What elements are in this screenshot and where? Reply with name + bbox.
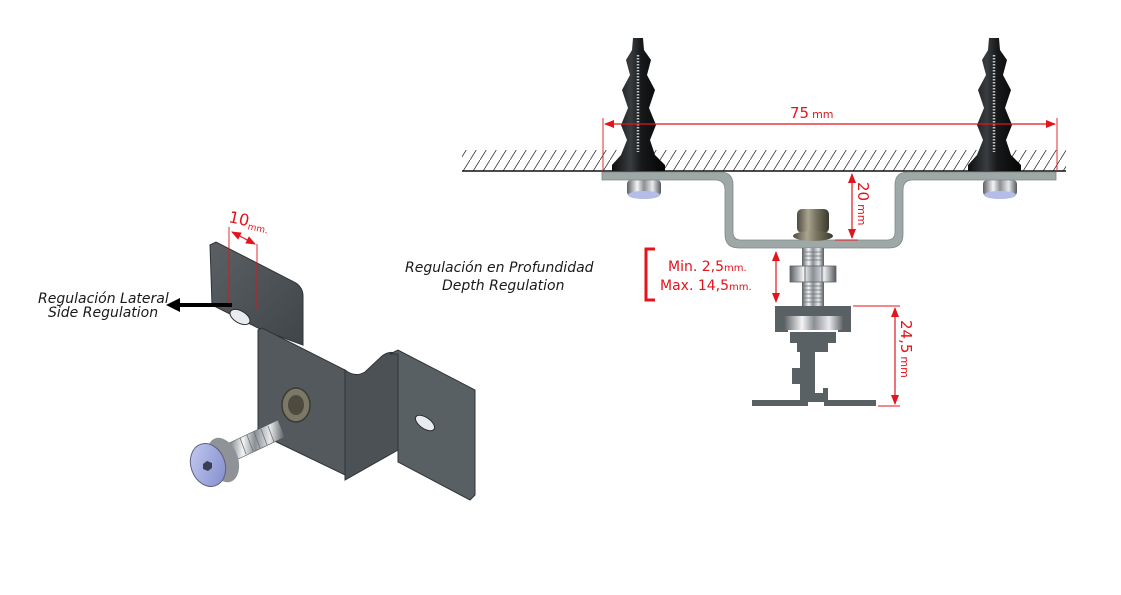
slot-dimension: 10mm. [227,207,271,310]
depth-min-unit: mm. [724,263,747,274]
offset-dimension: 20 mm [835,173,872,241]
lateral-label-es: Regulación Lateral [38,291,169,307]
omega-bracket-profile [601,171,1057,249]
lateral-label-en: Side Regulation [48,305,158,321]
lateral-arrow-icon [166,298,232,312]
depth-label-en: Depth Regulation [442,278,564,294]
depth-range-bracket [644,247,655,302]
bracket-back-plate [209,241,304,346]
svg-text:Max. 14,5mm.: Max. 14,5mm. [660,278,752,294]
svg-text:Min. 2,5mm.: Min. 2,5mm. [668,259,747,275]
rail-profile [752,306,876,406]
flange-slot [414,414,436,432]
lateral-slot [229,308,251,326]
slot-dimension-value: 10 [227,207,251,230]
depth-min-text: Min. 2,5 [668,259,724,275]
depth-label-es: Regulación en Profundidad [405,260,594,276]
spacing-unit: mm [812,108,833,121]
spacing-value: 75 [790,104,809,122]
profile-height-value: 24,5 [897,320,915,353]
hex-nut [789,265,837,283]
svg-text:24,5mm: 24,5 mm [897,320,915,378]
bracket-3d-view: 10mm. Regulación Lateral Side Regulation [38,207,476,501]
offset-value: 20 [854,182,872,201]
adjustment-bolt [189,419,286,487]
slot-dimension-unit: mm. [247,222,269,236]
svg-text:10mm.: 10mm. [227,207,271,236]
depth-adjust-bolt [789,209,837,308]
profile-height-unit: mm [898,356,911,377]
offset-unit: mm [855,204,868,225]
bracket-middle-plate [344,351,399,481]
depth-max-text: Max. 14,5 [660,278,729,294]
wall-anchor-right [968,38,1021,199]
wall-anchor-left [612,38,665,199]
svg-text:20mm: 20 mm [854,182,872,226]
profile-height-dimension: 24,5 mm [853,305,915,407]
depth-max-unit: mm. [729,282,752,293]
